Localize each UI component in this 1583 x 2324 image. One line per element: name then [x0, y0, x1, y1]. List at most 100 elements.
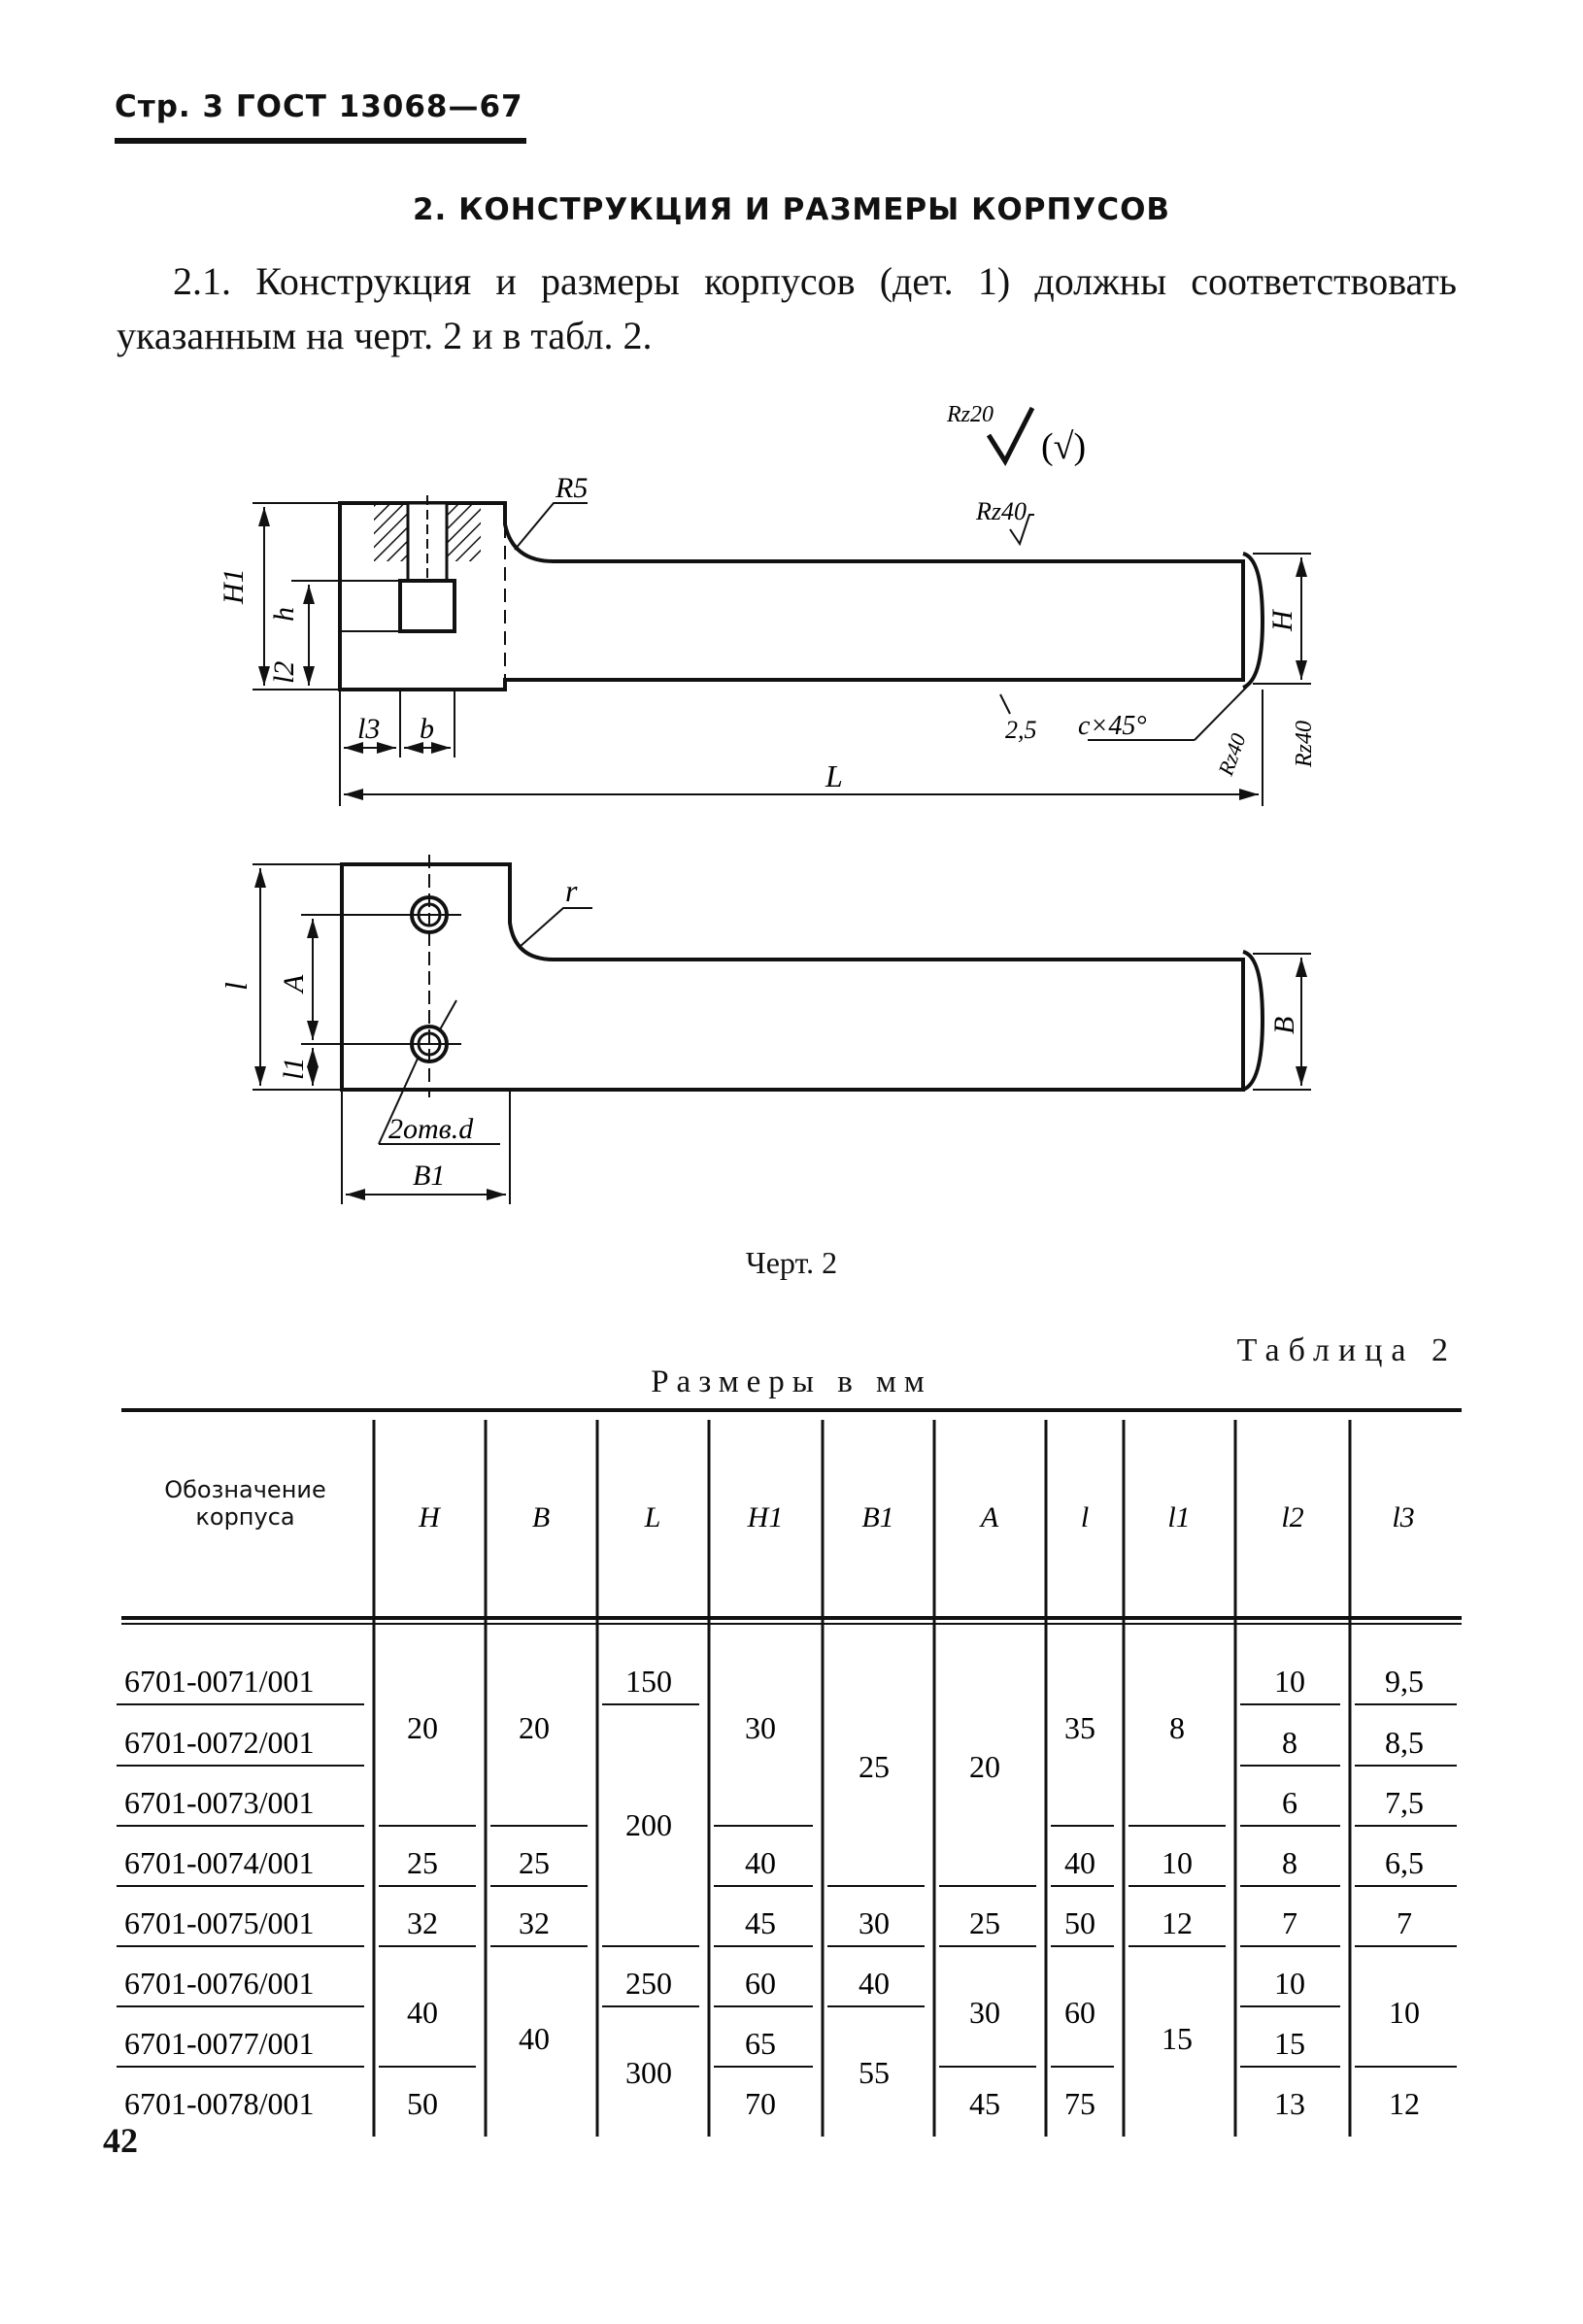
cell-l-35: 35 [1064, 1710, 1095, 1745]
section-paragraph: 2.1. Конструкция и размеры корпусов (дет… [117, 259, 1457, 357]
dimensions-table: Обозначение корпуса H B L H1 B1 A l l1 l… [117, 1408, 1462, 2137]
cell-l2-r3: 6 [1282, 1785, 1297, 1820]
cell-L-250: 250 [625, 1966, 672, 2001]
row-5-designation: 6701-0075/001 [124, 1905, 315, 1940]
cell-l2-r8: 13 [1274, 2086, 1305, 2121]
rz40-label-chamfer: Rz40 [1213, 730, 1251, 780]
cell-B-25: 25 [519, 1845, 550, 1880]
cell-l1-10: 10 [1162, 1845, 1193, 1880]
check-symbol: (√) [1041, 426, 1086, 467]
r5-label: R5 [555, 472, 588, 504]
row-2-designation: 6701-0072/001 [124, 1725, 315, 1760]
cell-l1-15: 15 [1162, 2021, 1193, 2056]
cell-H1-70: 70 [745, 2086, 776, 2121]
cell-l3-r4: 6,5 [1385, 1845, 1424, 1880]
cell-B-32: 32 [519, 1905, 550, 1940]
l1-label: l1 [278, 1058, 310, 1080]
cell-H1-65: 65 [745, 2026, 776, 2061]
cell-H-50: 50 [407, 2086, 438, 2121]
l-label: l [219, 982, 253, 991]
header-rule [115, 138, 526, 144]
cell-H-20: 20 [407, 1710, 438, 1745]
header-A: A [979, 1501, 999, 1533]
cell-l2-r2: 8 [1282, 1725, 1297, 1760]
cell-l2-r4: 8 [1282, 1845, 1297, 1880]
b-label: b [420, 713, 434, 745]
cell-L-200: 200 [625, 1807, 672, 1842]
header-B1: B1 [861, 1501, 893, 1533]
section-title: 2. КОНСТРУКЦИЯ И РАЗМЕРЫ КОРПУСОВ [412, 192, 1171, 227]
cell-l2-r6: 10 [1274, 1966, 1305, 2001]
cell-B-40: 40 [519, 2021, 550, 2056]
cell-l3-10: 10 [1389, 1995, 1420, 2030]
cell-H1-30: 30 [745, 1710, 776, 1745]
cell-B1-25: 25 [859, 1749, 890, 1784]
technical-drawing: Rz20 (√) [218, 402, 1317, 1204]
header-l3: l3 [1392, 1501, 1414, 1533]
cell-H1-45: 45 [745, 1905, 776, 1940]
cell-B1-30: 30 [859, 1905, 890, 1940]
row-7-designation: 6701-0077/001 [124, 2026, 315, 2061]
cell-H-25: 25 [407, 1845, 438, 1880]
cell-l-75: 75 [1064, 2086, 1095, 2121]
header-L: L [644, 1501, 661, 1533]
plan-view-dimensions [253, 863, 1311, 1204]
cell-A-25: 25 [969, 1905, 1000, 1940]
front-view-dimensions [253, 502, 1311, 806]
cell-B1-40: 40 [859, 1966, 890, 2001]
row-6-designation: 6701-0076/001 [124, 1966, 315, 2001]
cell-l3-r1: 9,5 [1385, 1664, 1424, 1699]
B-label: B [1268, 1017, 1300, 1034]
cell-H-32: 32 [407, 1905, 438, 1940]
rz40-label-top: Rz40 [975, 497, 1027, 525]
plan-view [340, 855, 1265, 1097]
cell-l-40: 40 [1064, 1845, 1095, 1880]
cell-l-50: 50 [1064, 1905, 1095, 1940]
drawing-caption: Черт. 2 [745, 1245, 838, 1280]
cell-l3-r5: 7 [1397, 1905, 1412, 1940]
header-H: H [418, 1501, 442, 1533]
header-designation: Обозначение корпуса [164, 1476, 326, 1531]
header-B: B [532, 1501, 550, 1533]
cell-H-40: 40 [407, 1995, 438, 2030]
cell-l3-r2: 8,5 [1385, 1725, 1424, 1760]
table-units: Размеры в мм [651, 1364, 932, 1399]
page-header: Стр. 3 ГОСТ 13068—67 [115, 89, 523, 124]
roughness-symbol-top: Rz20 (√) [946, 402, 1086, 467]
cell-l2-r1: 10 [1274, 1664, 1305, 1699]
cell-B1-55: 55 [859, 2055, 890, 2090]
cell-A-20: 20 [969, 1749, 1000, 1784]
cell-l2-r7: 15 [1274, 2026, 1305, 2061]
A-label: A [278, 974, 310, 994]
header-l1: l1 [1167, 1501, 1190, 1533]
page-number: 42 [103, 2121, 138, 2160]
l3-label: l3 [357, 713, 380, 745]
cell-H1-40: 40 [745, 1845, 776, 1880]
cell-l1-12: 12 [1162, 1905, 1193, 1940]
cell-l1-8: 8 [1169, 1710, 1185, 1745]
front-view [338, 495, 1265, 691]
cell-l3-12: 12 [1389, 2086, 1420, 2121]
chamfer-label: c×45° [1078, 711, 1147, 741]
H-label: H [1266, 608, 1298, 632]
row-8-designation: 6701-0078/001 [124, 2086, 315, 2121]
table-name: Таблица 2 [1236, 1332, 1457, 1368]
cell-L-150: 150 [625, 1664, 672, 1699]
rz20-label: Rz20 [946, 402, 994, 427]
cell-l3-r3: 7,5 [1385, 1785, 1424, 1820]
cell-l-60: 60 [1064, 1995, 1095, 2030]
cell-A-30: 30 [969, 1995, 1000, 2030]
row-3-designation: 6701-0073/001 [124, 1785, 315, 1820]
h-label: h [268, 607, 300, 622]
cell-B-20: 20 [519, 1710, 550, 1745]
header-l: l [1081, 1501, 1089, 1533]
cell-L-300: 300 [625, 2055, 672, 2090]
cell-A-45: 45 [969, 2086, 1000, 2121]
holes-label: 2отв.d [388, 1113, 474, 1145]
r-label: r [565, 873, 578, 908]
header-H1: H1 [747, 1501, 784, 1533]
rz40-label-end: Rz40 [1292, 721, 1317, 768]
roughness-2-5: 2,5 [1005, 716, 1037, 744]
L-label: L [825, 758, 843, 793]
cell-l2-r5: 7 [1282, 1905, 1297, 1940]
